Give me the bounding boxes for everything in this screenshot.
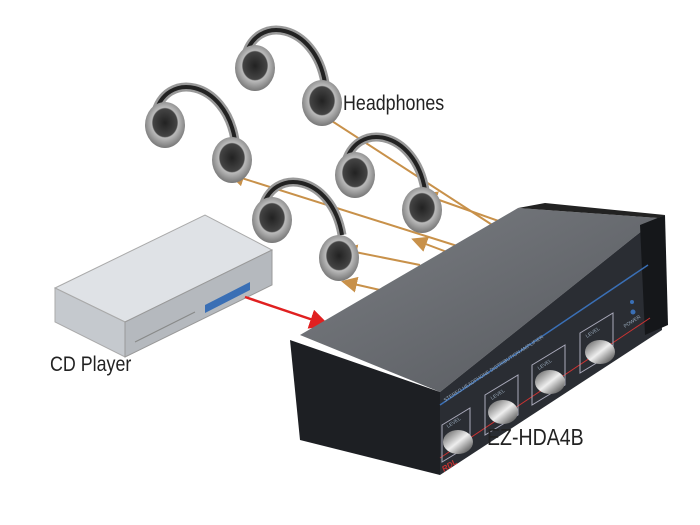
input-signal-arrow (244, 295, 330, 329)
device-label: EZ-HDA4B (487, 424, 584, 450)
headphone-icon (145, 82, 252, 183)
headphone-icon (335, 132, 442, 233)
headphone-icon (252, 177, 359, 281)
level-knob[interactable] (441, 407, 473, 463)
headphones-group (145, 25, 442, 281)
headphones-label: Headphones (343, 92, 445, 115)
headphone-icon (235, 25, 342, 126)
level-knob[interactable] (484, 374, 519, 436)
level-knob[interactable] (531, 344, 566, 406)
level-knob[interactable] (579, 312, 615, 374)
cd-player-label: CD Player (50, 353, 132, 376)
cd-player-icon (53, 214, 274, 358)
amplifier-device: STEREO HEADPHONE DISTRIBUTION AMPLIFIER … (290, 203, 668, 475)
